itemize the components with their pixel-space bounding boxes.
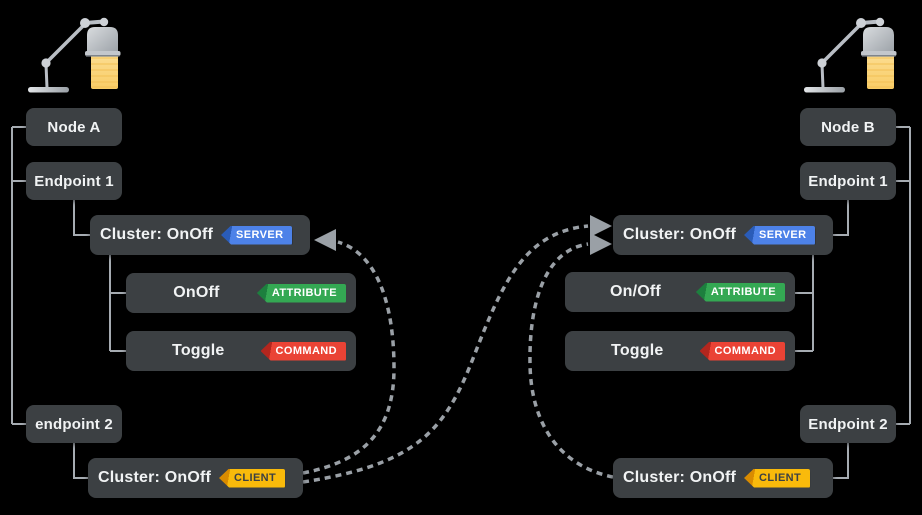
- cluster-label: Cluster: OnOff: [623, 226, 737, 243]
- lamp-base: [28, 87, 69, 93]
- server-badge: SERVER: [221, 225, 293, 245]
- endpoint-label: Endpoint 1: [34, 172, 114, 190]
- client-badge: CLIENT: [744, 468, 811, 488]
- node-b-endpoint-2-box: Endpoint 2: [800, 405, 896, 443]
- arrow-client-b-to-server-b: [528, 242, 614, 479]
- node-a-tree-lines: [11, 126, 126, 479]
- command-label: Toggle: [172, 342, 225, 359]
- arrowhead-into-server-a: [314, 229, 336, 251]
- desk-lamp-icon: [804, 17, 897, 93]
- endpoint-label: Endpoint 1: [808, 172, 888, 190]
- lamp-beam: [91, 50, 118, 89]
- node-b-box: Node B: [800, 108, 896, 146]
- node-a-command-box: Toggle COMMAND: [126, 331, 356, 371]
- node-a-client-cluster-box: Cluster: OnOff CLIENT: [88, 458, 303, 498]
- node-b-endpoint-1-box: Endpoint 1: [800, 162, 896, 200]
- node-b-command-box: Toggle COMMAND: [565, 331, 795, 371]
- node-a-box: Node A: [26, 108, 122, 146]
- arrow-client-a-to-server-a: [302, 240, 396, 475]
- node-b-tree-lines: [795, 126, 911, 479]
- attribute-label: On/Off: [609, 283, 661, 300]
- node-b-server-cluster-box: Cluster: OnOff SERVER: [613, 215, 833, 255]
- cluster-label: Cluster: OnOff: [623, 469, 737, 486]
- lamp-joints: [41, 17, 109, 68]
- command-badge: COMMAND: [260, 341, 346, 361]
- attribute-badge: ATTRIBUTE: [256, 283, 346, 303]
- arrow-client-a-to-server-b: [302, 224, 589, 484]
- client-badge: CLIENT: [219, 468, 286, 488]
- node-a-endpoint-1-box: Endpoint 1: [26, 162, 122, 200]
- cluster-label: Cluster: OnOff: [100, 226, 214, 243]
- node-a-server-cluster-box: Cluster: OnOff SERVER: [90, 215, 310, 255]
- node-a-label: Node A: [47, 118, 101, 136]
- command-label: Toggle: [611, 342, 664, 359]
- command-badge: COMMAND: [699, 341, 785, 361]
- node-b-label: Node B: [821, 118, 875, 136]
- server-badge: SERVER: [744, 225, 816, 245]
- endpoint-label: endpoint 2: [35, 415, 113, 433]
- attribute-label: OnOff: [173, 284, 220, 301]
- desk-lamp-icon: [28, 17, 121, 93]
- attribute-badge: ATTRIBUTE: [695, 282, 785, 302]
- arrowhead-into-server-b-bottom: [590, 233, 612, 255]
- node-b-attribute-box: On/Off ATTRIBUTE: [565, 272, 795, 312]
- node-a-endpoint-2-box: endpoint 2: [26, 405, 122, 443]
- cluster-label: Cluster: OnOff: [98, 469, 212, 486]
- lamp-head: [861, 27, 897, 57]
- node-a-attribute-box: OnOff ATTRIBUTE: [126, 273, 356, 313]
- endpoint-label: Endpoint 2: [808, 415, 888, 433]
- lamp-joints: [817, 17, 885, 68]
- arrowhead-into-server-b-top: [590, 215, 612, 237]
- lamp-beam: [867, 50, 894, 89]
- lamp-base: [804, 87, 845, 93]
- lamp-head: [85, 27, 121, 57]
- node-b-client-cluster-box: Cluster: OnOff CLIENT: [613, 458, 833, 498]
